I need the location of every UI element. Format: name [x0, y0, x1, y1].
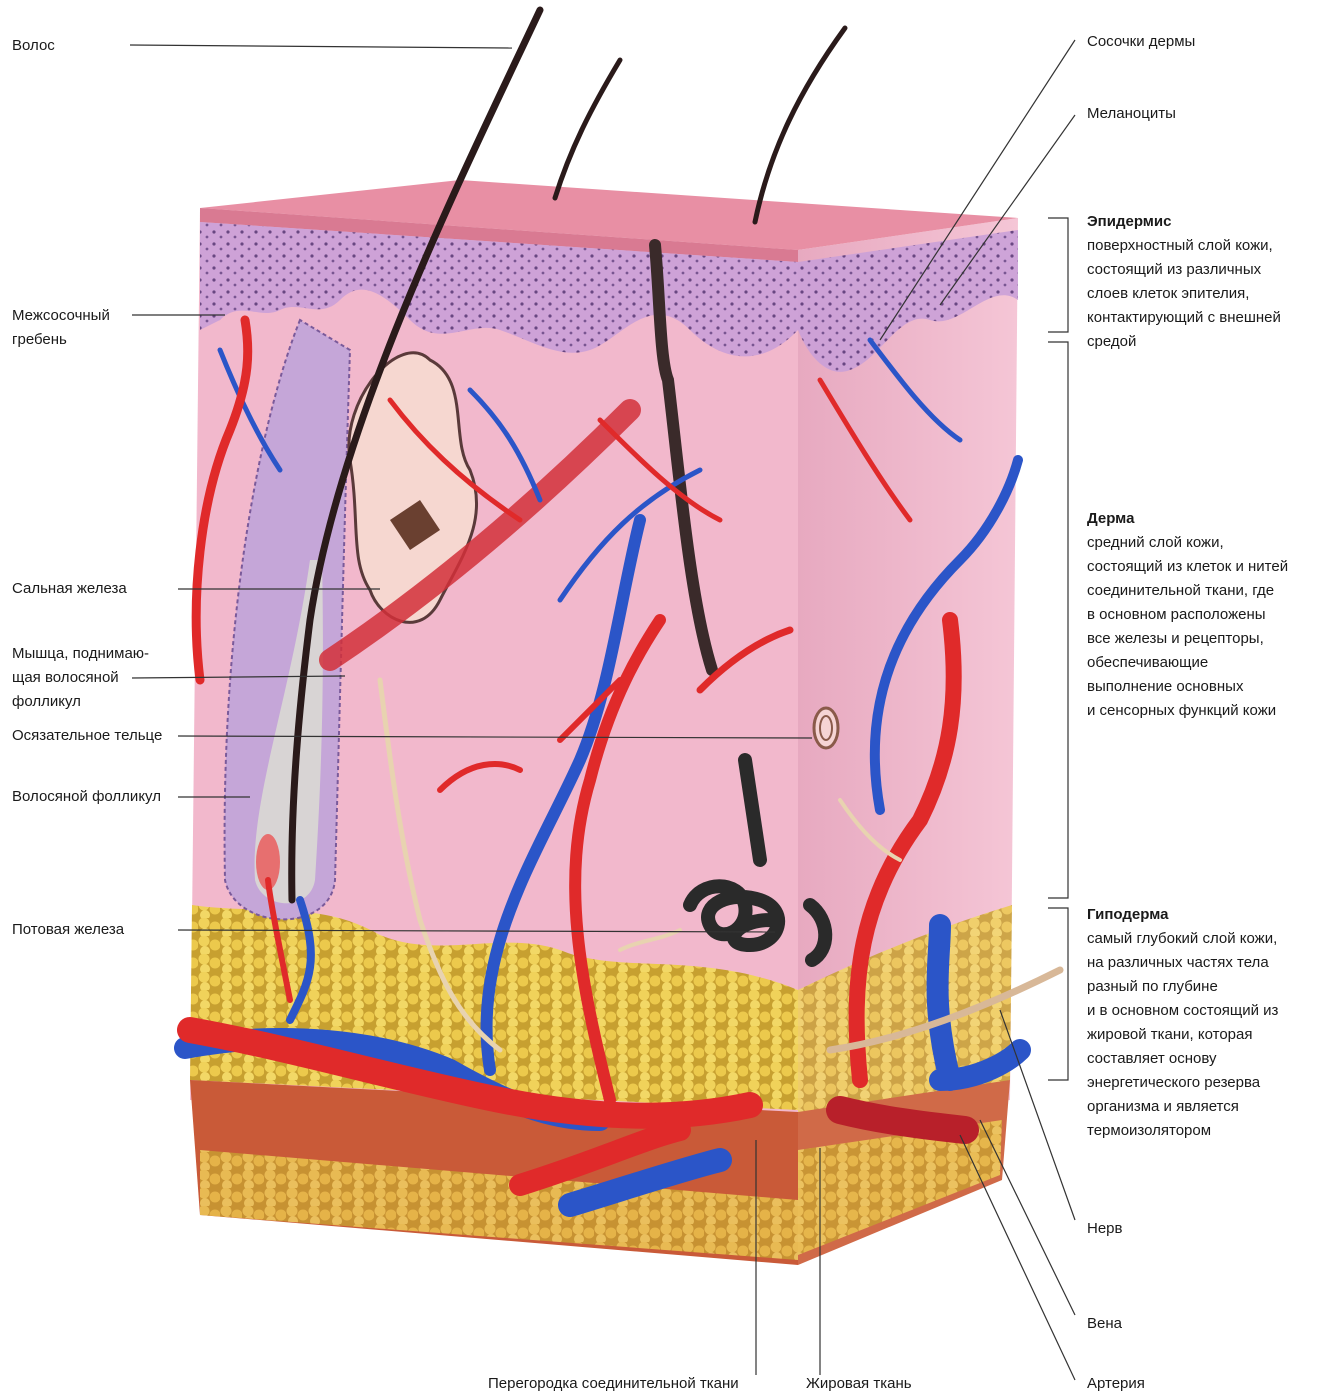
label-sweat-gland: Потовая железа: [12, 918, 124, 942]
layer-hypodermis: Гиподерма самый глубокий слой кожи, на р…: [1087, 903, 1323, 1143]
label-interpapillary-ridge: Межсосочный гребень: [12, 304, 110, 352]
label-tactile-corpuscle: Осязательное тельце: [12, 724, 162, 748]
tactile-corpuscle: [814, 708, 838, 748]
label-nerve: Нерв: [1087, 1217, 1123, 1241]
hair-shaft-3: [755, 28, 845, 222]
bracket-dermis: [1048, 342, 1068, 898]
label-hair: Волос: [12, 34, 55, 58]
layer-hypodermis-text: самый глубокий слой кожи, на различных ч…: [1087, 927, 1323, 1143]
label-artery: Артерия: [1087, 1372, 1145, 1396]
label-septum: Перегородка соединительной ткани: [488, 1372, 739, 1396]
layer-dermis-text: средний слой кожи, состоящий из клеток и…: [1087, 531, 1323, 723]
layer-hypodermis-title: Гиподерма: [1087, 903, 1323, 927]
layer-epidermis-text: поверхностный слой кожи, состоящий из ра…: [1087, 234, 1323, 354]
label-vein: Вена: [1087, 1312, 1122, 1336]
label-dermal-papillae: Сосочки дермы: [1087, 30, 1195, 54]
layer-brackets: [1048, 218, 1068, 1080]
label-melanocytes: Меланоциты: [1087, 102, 1176, 126]
leader-nerve: [1000, 1010, 1075, 1220]
label-adipose: Жировая ткань: [806, 1372, 912, 1396]
label-sebaceous-gland: Сальная железа: [12, 577, 127, 601]
layer-epidermis: Эпидермис поверхностный слой кожи, состо…: [1087, 210, 1323, 354]
label-hair-follicle: Волосяной фолликул: [12, 785, 161, 809]
layer-epidermis-title: Эпидермис: [1087, 210, 1323, 234]
leader-vein: [980, 1120, 1075, 1315]
layer-dermis-title: Дерма: [1087, 507, 1323, 531]
bracket-hypodermis: [1048, 908, 1068, 1080]
layer-dermis: Дерма средний слой кожи, состоящий из кл…: [1087, 507, 1323, 723]
hair-shaft-2: [555, 60, 620, 198]
leader-hair: [130, 45, 512, 48]
label-arrector-muscle: Мышца, поднимаю- щая волосяной фолликул: [12, 642, 149, 714]
bracket-epidermis: [1048, 218, 1068, 332]
